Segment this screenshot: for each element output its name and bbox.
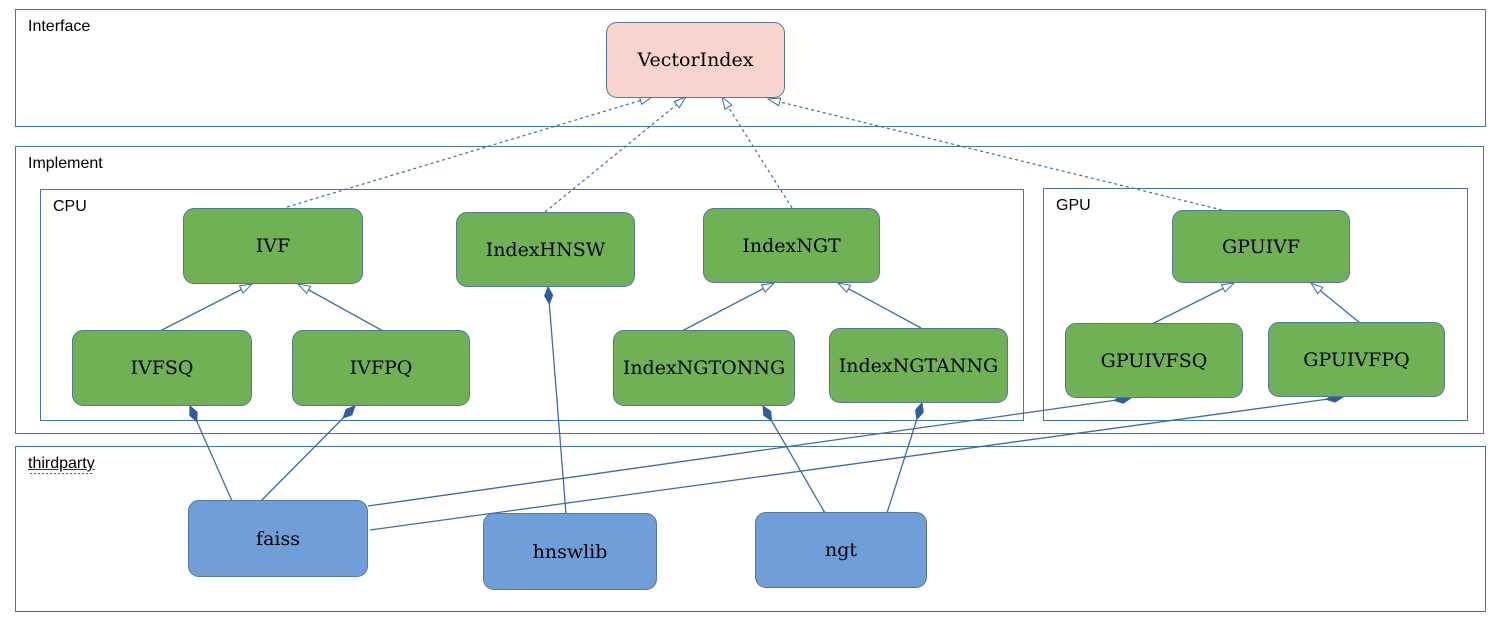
class-box-indexngtonng[interactable]: IndexNGTONNG [613,330,795,406]
class-box-ivf[interactable]: IVF [183,208,363,284]
library-label-ngt: ngt [824,539,858,561]
library-box-hnswlib[interactable]: hnswlib [483,513,657,590]
container-interface-label: Interface [28,18,91,35]
class-box-ivfsq[interactable]: IVFSQ [72,330,252,406]
container-thirdparty-label: thirdparty [28,455,95,477]
class-label-indexngtanng: IndexNGTANNG [838,354,999,377]
library-box-faiss[interactable]: faiss [188,500,368,577]
class-label-indexngt: IndexNGT [742,234,841,257]
class-label-ivfsq: IVFSQ [130,357,194,379]
class-label-ivfpq: IVFPQ [349,357,413,379]
class-label-vectorindex: VectorIndex [637,49,754,71]
class-label-gpuivfsq: GPUIVFSQ [1100,349,1208,372]
class-box-gpuivfpq[interactable]: GPUIVFPQ [1268,322,1445,397]
class-label-indexngtonng: IndexNGTONNG [622,357,786,379]
class-box-vectorindex[interactable]: VectorIndex [606,22,785,98]
library-label-hnswlib: hnswlib [532,540,608,563]
container-cpu-label: CPU [53,198,87,215]
class-label-gpuivf: GPUIVF [1221,235,1301,258]
class-label-ivf: IVF [255,235,291,257]
class-box-indexngt[interactable]: IndexNGT [703,208,880,283]
container-gpu-label: GPU [1056,197,1091,214]
container-implement-label: Implement [28,155,103,172]
class-box-indexngtanng[interactable]: IndexNGTANNG [829,328,1008,403]
class-box-gpuivf[interactable]: GPUIVF [1172,210,1350,283]
class-label-gpuivfpq: GPUIVFPQ [1303,348,1410,371]
class-label-indexhnsw: IndexHNSW [485,238,606,261]
class-box-indexhnsw[interactable]: IndexHNSW [456,212,635,287]
class-box-ivfpq[interactable]: IVFPQ [292,330,470,406]
library-box-ngt[interactable]: ngt [755,512,927,588]
class-box-gpuivfsq[interactable]: GPUIVFSQ [1065,323,1243,398]
library-label-faiss: faiss [256,527,300,550]
